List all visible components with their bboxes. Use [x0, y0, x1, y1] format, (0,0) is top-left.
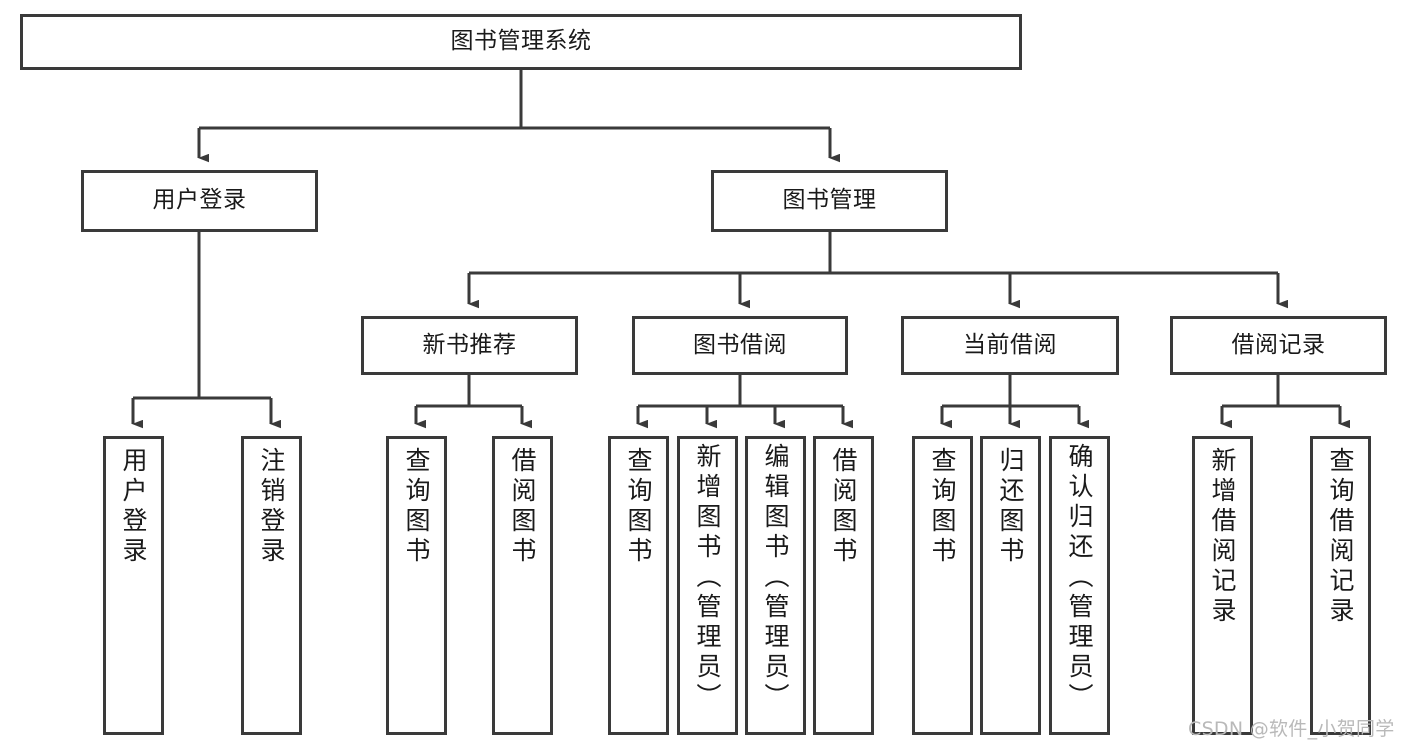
- node-leaf-add-book[interactable]: 新增图书（管理员）: [677, 436, 738, 735]
- node-leaf-borrow-book-2[interactable]: 借阅图书: [813, 436, 874, 735]
- node-leaf-return-book[interactable]: 归还图书: [980, 436, 1041, 735]
- node-label: 注销登录: [257, 447, 286, 567]
- node-leaf-logout-login[interactable]: 注销登录: [241, 436, 302, 735]
- node-label: 查询图书: [624, 447, 653, 567]
- node-label: 编辑图书（管理员）: [761, 443, 790, 713]
- node-leaf-query-book-2[interactable]: 查询图书: [608, 436, 669, 735]
- node-borrow-record[interactable]: 借阅记录: [1170, 316, 1387, 375]
- node-leaf-confirm-return[interactable]: 确认归还（管理员）: [1049, 436, 1110, 735]
- node-label: 借阅图书: [829, 447, 858, 567]
- node-label: 用户登录: [119, 447, 148, 567]
- node-book-borrow[interactable]: 图书借阅: [632, 316, 848, 375]
- node-label: 查询图书: [928, 447, 957, 567]
- node-label: 图书管理系统: [450, 28, 592, 55]
- node-user-login[interactable]: 用户登录: [81, 170, 318, 232]
- node-label: 新增图书（管理员）: [693, 443, 722, 713]
- node-label: 图书管理: [782, 187, 877, 214]
- node-label: 查询图书: [402, 447, 431, 567]
- node-label: 当前借阅: [963, 331, 1057, 358]
- node-label: 借阅记录: [1231, 331, 1326, 358]
- node-label: 归还图书: [996, 447, 1025, 567]
- node-new-book-recommend[interactable]: 新书推荐: [361, 316, 578, 375]
- node-leaf-query-book-1[interactable]: 查询图书: [386, 436, 447, 735]
- node-leaf-add-record[interactable]: 新增借阅记录: [1192, 436, 1253, 735]
- node-label: 借阅图书: [508, 447, 537, 567]
- node-label: 图书借阅: [693, 331, 787, 358]
- node-leaf-query-record[interactable]: 查询借阅记录: [1310, 436, 1371, 735]
- node-label: 确认归还（管理员）: [1065, 443, 1094, 713]
- csdn-watermark: CSDN @软件_小贺同学: [1188, 718, 1395, 740]
- node-label: 新增借阅记录: [1208, 447, 1237, 627]
- node-leaf-edit-book[interactable]: 编辑图书（管理员）: [745, 436, 806, 735]
- node-root-system[interactable]: 图书管理系统: [20, 14, 1022, 70]
- node-leaf-user-login[interactable]: 用户登录: [103, 436, 164, 735]
- node-label: 查询借阅记录: [1326, 447, 1355, 627]
- node-leaf-query-book-3[interactable]: 查询图书: [912, 436, 973, 735]
- node-current-borrow[interactable]: 当前借阅: [901, 316, 1119, 375]
- node-label: 用户登录: [152, 187, 247, 214]
- node-leaf-borrow-book-1[interactable]: 借阅图书: [492, 436, 553, 735]
- node-book-manage[interactable]: 图书管理: [711, 170, 948, 232]
- node-label: 新书推荐: [422, 331, 517, 358]
